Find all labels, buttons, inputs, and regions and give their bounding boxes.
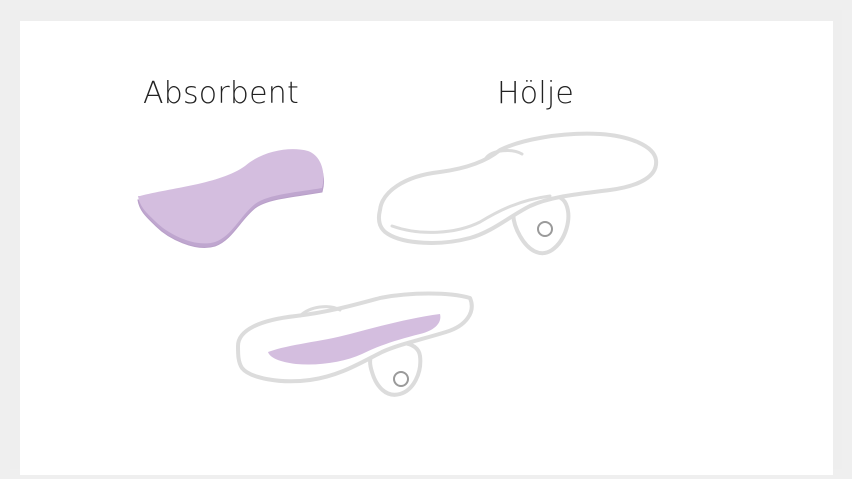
combined-hole-icon (394, 372, 408, 386)
absorbent-pad (138, 149, 323, 247)
holje-shell (379, 134, 656, 253)
holje-hole-icon (538, 222, 552, 236)
